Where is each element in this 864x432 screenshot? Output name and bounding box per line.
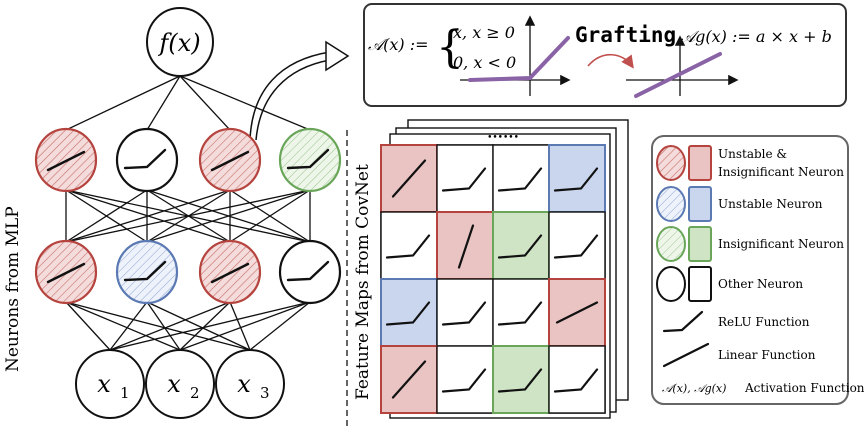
bottom-neuron-1-unstable-insignificant	[34, 239, 98, 305]
mlp-connections	[65, 75, 311, 351]
grafting-box: 𝒜(x) := { x, x ≥ 0 0, x < 0 Grafting 𝒜g(…	[363, 3, 847, 107]
feature-cell-r2-c2-unstable-insignificant	[436, 211, 494, 280]
feature-cell-r3-c2-other	[436, 278, 494, 347]
legend-label-unstable-insignificant-1: Unstable &	[718, 147, 787, 161]
legend-label-relu: ReLU Function	[718, 315, 810, 329]
mlp-side-label: Neurons from MLP	[3, 206, 23, 372]
feature-cell-r2-c4-other	[548, 211, 606, 280]
legend-label-insignificant: Insignificant Neuron	[718, 237, 844, 251]
feature-cell-r4-c2-other	[436, 345, 494, 414]
grafting-label: Grafting	[575, 23, 676, 47]
input-neuron-3: x 3	[215, 349, 285, 419]
output-neuron: f(x)	[146, 7, 214, 77]
bottom-neuron-3-unstable-insignificant	[198, 239, 262, 305]
legend-label-linear: Linear Function	[718, 348, 816, 362]
legend-activation-symbols: 𝒜(x), 𝒜g(x)	[662, 382, 726, 395]
linear-definition: 𝒜g(x) := a × x + b	[680, 27, 832, 46]
legend-other: Other Neuron	[656, 266, 803, 302]
feature-cell-r4-c1-unstable-insignificant	[380, 345, 438, 414]
bottom-neuron-4-other	[278, 239, 342, 305]
feature-cell-r3-c3-other	[492, 278, 550, 347]
relu-definition-lhs: 𝒜(x) :=	[368, 35, 429, 54]
mlp-hidden-layer-1	[34, 239, 342, 305]
edge-hidden-input	[65, 301, 111, 351]
edge-hidden-hidden	[146, 189, 311, 243]
top-neuron-4-insignificant	[278, 127, 342, 193]
feature-cell-r4-c4-other	[548, 345, 606, 414]
legend-insignificant: Insignificant Neuron	[656, 226, 844, 262]
edge-hidden-input	[65, 301, 181, 351]
edge-hidden-input	[179, 301, 231, 351]
legend-activation: 𝒜(x), 𝒜g(x) Activation Function	[662, 381, 864, 395]
output-label: f(x)	[157, 29, 200, 57]
feature-cell-r1-c4-unstable	[548, 144, 606, 213]
legend-label-other: Other Neuron	[718, 277, 803, 291]
edge-hidden-input	[229, 301, 251, 351]
input-neuron-2: x 2	[145, 349, 215, 419]
input-2-subscript: 2	[190, 384, 200, 402]
top-neuron-3-unstable-insignificant	[198, 127, 262, 193]
edge-hidden-hidden	[229, 189, 311, 243]
input-1-subscript: 1	[120, 384, 130, 402]
feature-cell-r2-c3-insignificant	[492, 211, 550, 280]
edge-hidden-input	[146, 301, 181, 351]
edge-hidden-input	[179, 301, 311, 351]
edge-hidden-input	[249, 301, 311, 351]
edge-hidden-hidden	[65, 189, 148, 243]
legend-linear: Linear Function	[662, 342, 816, 368]
edge-output-hidden	[146, 75, 181, 131]
input-1-label: x	[97, 370, 111, 398]
edge-hidden-input	[109, 301, 311, 351]
feature-cell-r2-c1-other	[380, 211, 438, 280]
input-2-label: x	[167, 370, 181, 398]
input-neuron-1: x 1	[75, 349, 145, 419]
edge-hidden-input	[109, 301, 231, 351]
legend-label-activation: Activation Function	[744, 381, 864, 395]
edge-hidden-input	[109, 301, 148, 351]
legend: Unstable & Insignificant Neuron Unstable…	[651, 135, 864, 405]
input-3-subscript: 3	[260, 384, 270, 402]
edge-hidden-hidden	[65, 189, 311, 243]
feature-cell-r1-c3-other	[492, 144, 550, 213]
grafting-pointer-arrow	[249, 40, 350, 141]
legend-label-unstable: Unstable Neuron	[718, 197, 823, 211]
edge-output-hidden	[65, 75, 181, 131]
input-3-label: x	[237, 370, 251, 398]
feature-cell-r3-c4-unstable-insignificant	[548, 278, 606, 347]
bottom-neuron-2-unstable	[115, 239, 179, 305]
grafting-arrow	[587, 53, 634, 69]
feature-cell-r1-c1-unstable-insignificant	[380, 144, 438, 213]
edge-hidden-input	[65, 301, 251, 351]
cnn-side-label: Feature Maps from CovNet	[353, 164, 373, 400]
relu-plot	[460, 15, 571, 96]
legend-label-unstable-insignificant-2: Insignificant Neuron	[718, 165, 844, 179]
mlp-hidden-layer-2	[34, 127, 342, 193]
stack-dots: ••••••	[487, 133, 519, 143]
linear-plot	[626, 35, 739, 98]
legend-unstable-insignificant: Unstable & Insignificant Neuron	[656, 145, 844, 181]
legend-relu: ReLU Function	[662, 310, 810, 333]
edge-hidden-input	[146, 301, 251, 351]
edge-hidden-hidden	[65, 189, 231, 243]
edge-output-hidden	[179, 75, 311, 131]
top-neuron-2-other	[115, 127, 179, 193]
legend-unstable: Unstable Neuron	[656, 186, 823, 222]
edge-output-hidden	[179, 75, 231, 131]
feature-cell-r1-c2-other	[436, 144, 494, 213]
relu-brace: {	[436, 22, 464, 73]
feature-cell-r3-c1-unstable	[380, 278, 438, 347]
feature-cell-r4-c3-insignificant	[492, 345, 550, 414]
feature-map-grid	[380, 144, 606, 414]
top-neuron-1-unstable-insignificant	[34, 127, 98, 193]
relu-case-2: 0, x < 0	[453, 53, 516, 72]
relu-case-1: x, x ≥ 0	[453, 23, 515, 42]
